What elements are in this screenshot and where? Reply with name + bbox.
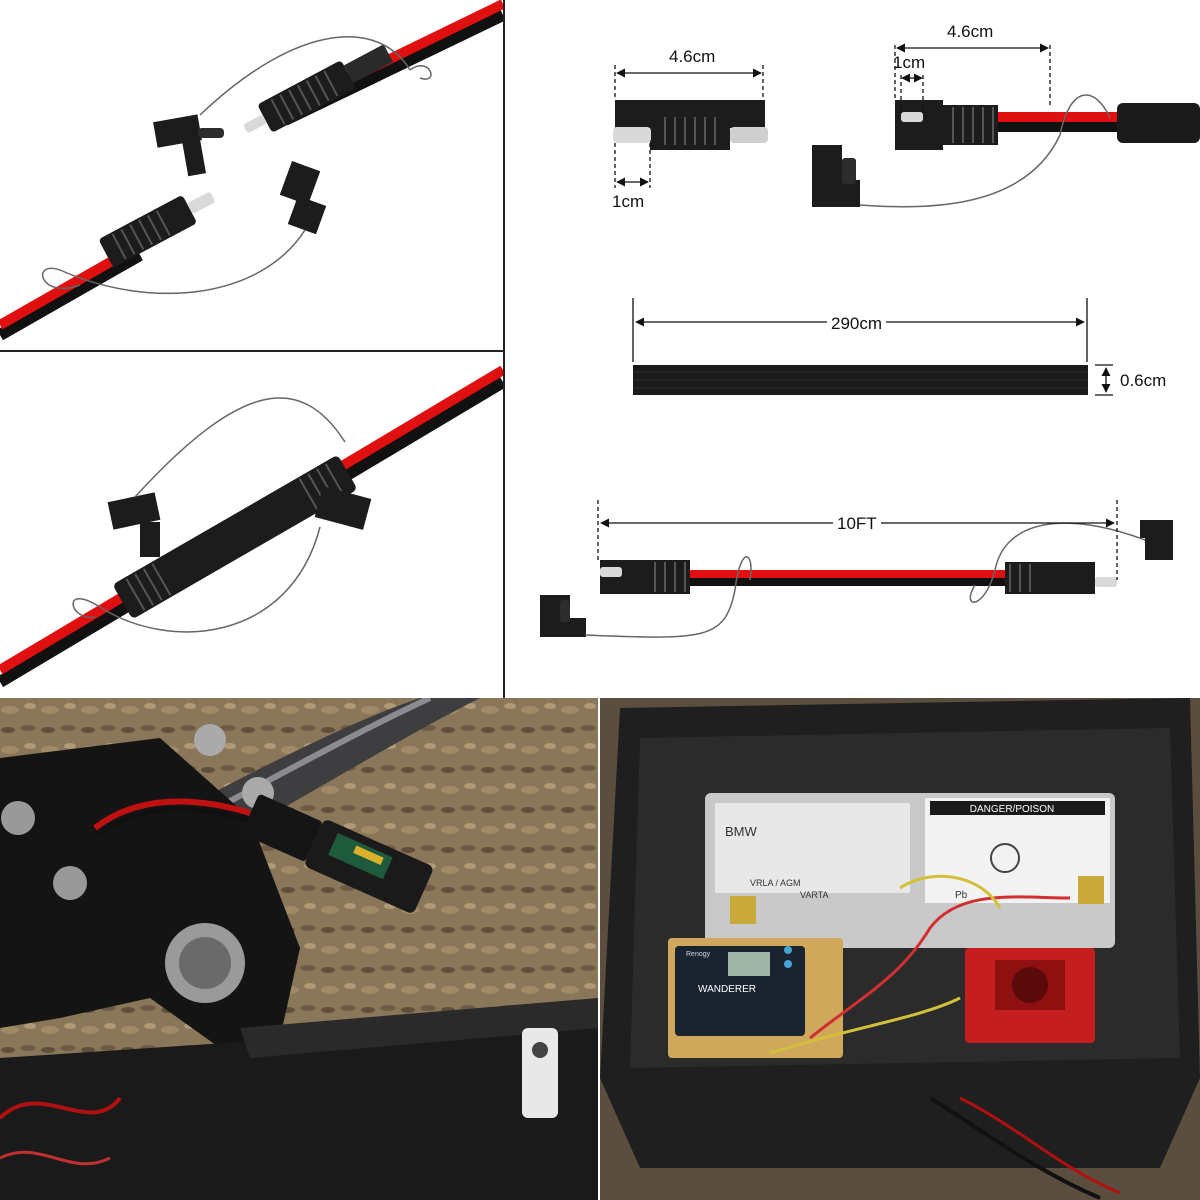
battery-box-scene: DANGER/POISON BMW VRLA / AGM VARTA Pb Re…: [600, 698, 1200, 1200]
connector-front-width-dimension: [614, 65, 764, 100]
connector-side-pin-label: 1cm: [893, 53, 926, 72]
danger-text: DANGER/POISON: [970, 804, 1054, 815]
connectors-separated-illustration: [0, 0, 503, 341]
upper-tether-wire: [199, 36, 411, 116]
danger-banner: [930, 801, 1105, 815]
motorcycle-frame: [0, 1018, 598, 1200]
full-cable-dust-cap-right: [1140, 520, 1173, 560]
motorcycle-handlebar-scene: [0, 698, 598, 1200]
joined-tether-wire-lower: [72, 526, 321, 633]
sleeve-thickness-dimension: [1095, 364, 1113, 396]
battery-brand-text: BMW: [725, 824, 758, 839]
lower-cable-black-wire: [0, 249, 143, 341]
photo-motorcycle-handlebar: [0, 698, 598, 1200]
cable-clip: [522, 1028, 558, 1118]
controller-lcd: [728, 952, 770, 976]
handlebar-sae-connector: [242, 794, 433, 913]
connector-side-pin-dimension: [900, 73, 924, 112]
bolt-left-lower: [53, 866, 87, 900]
connector-front-width-label: 4.6cm: [669, 47, 716, 66]
battery-wiring-red: [809, 895, 1071, 1040]
cable-length-label: 10FT: [833, 514, 881, 534]
battery-lead-text: Pb: [955, 890, 968, 901]
joined-sae-connector-pair: [114, 456, 356, 618]
handlebar-sae-red-wire: [93, 798, 251, 831]
connector-side-view: [895, 100, 1200, 150]
battery-type-text: VRLA / AGM: [750, 878, 801, 888]
side-view-dust-cap: [812, 145, 860, 207]
panel-dimensions: 4.6cm 1cm 4.6cm 1cm 290cm 0.6cm 10FT: [505, 0, 1200, 698]
lower-tether-wire: [41, 229, 306, 295]
charge-controller: [675, 946, 805, 1036]
controller-status-led-1: [784, 946, 792, 954]
panel-connectors-separated: [0, 0, 505, 352]
battery-maker-text: VARTA: [800, 890, 829, 900]
controller-model-text: WANDERER: [698, 984, 756, 995]
recycle-icon: [990, 843, 1020, 873]
connector-side-width-dimension: [894, 43, 1051, 105]
connector-front-pin-dimension: [614, 143, 651, 188]
joined-tether-wire-upper: [134, 397, 346, 498]
joined-dust-cap-right: [314, 486, 372, 530]
lower-sae-connector: [99, 192, 215, 267]
connector-front-view: [613, 100, 768, 150]
sleeve-thickness-label: 0.6cm: [1120, 371, 1167, 390]
upper-sae-connector: [243, 44, 393, 133]
sleeve-length-label: 290cm: [827, 314, 887, 334]
side-view-tether-wire: [859, 94, 1111, 208]
full-cable-dust-cap-left: [540, 595, 586, 637]
connector-side-width-label: 4.6cm: [947, 22, 994, 41]
controller-brand-text: Renogy: [686, 951, 711, 958]
battery-wiring-black: [928, 1096, 1101, 1200]
joined-dust-cap-left: [107, 492, 161, 557]
full-cable-tether-left: [584, 556, 752, 638]
battery-negative-terminal: [730, 896, 756, 924]
full-cable-assembly: [600, 560, 1117, 594]
battery-wiring-yellow: [769, 996, 961, 1055]
panel-connectors-joined: [0, 352, 505, 698]
bike-wiring: [0, 1096, 122, 1120]
battery-positive-terminal: [1078, 876, 1104, 904]
bolt-left: [1, 801, 35, 835]
controller-status-led-2: [784, 960, 792, 968]
connectors-joined-illustration: [0, 365, 503, 688]
braided-sleeve-end: [1117, 103, 1200, 143]
bolt-top: [194, 724, 226, 756]
dimension-drawings: [540, 43, 1200, 638]
connector-front-pin-label: 1cm: [612, 192, 645, 211]
battery-label-left: [715, 803, 910, 893]
photo-battery-box: DANGER/POISON BMW VRLA / AGM VARTA Pb Re…: [600, 698, 1200, 1200]
lower-dust-cap: [279, 160, 327, 235]
upper-dust-cap: [153, 114, 224, 177]
